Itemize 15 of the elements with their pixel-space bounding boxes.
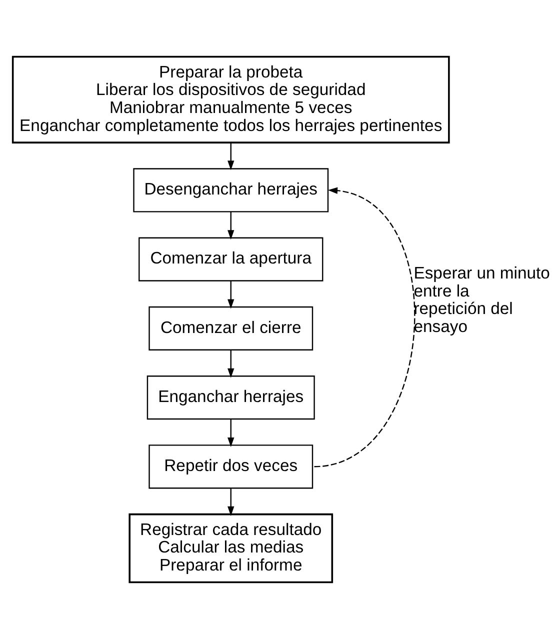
arrow (228, 142, 234, 170)
arrow (314, 187, 415, 468)
node-box: Registrar cada resultado Calcular las medias Preparar el informe (128, 513, 334, 584)
arrow (228, 419, 234, 447)
node-box: Preparar la probeta Liberar los dispositivos de seguridad Maniobrar manualmente 5 veces Enganchar completamente todos los herrajes pertinentes (12, 56, 450, 144)
arrow (228, 212, 234, 240)
arrow (228, 350, 234, 378)
node-box: Comenzar la apertura (138, 237, 324, 282)
node-box: Desenganchar herrajes (133, 168, 329, 212)
edge-label: Esperar un minuto entre la repetición del ensayo (414, 264, 550, 336)
arrow (228, 280, 234, 309)
node-box: Repetir dos veces (148, 444, 314, 489)
node-box: Enganchar herrajes (146, 376, 315, 420)
arrow (228, 488, 234, 516)
node-box: Comenzar el cierre (148, 306, 314, 350)
